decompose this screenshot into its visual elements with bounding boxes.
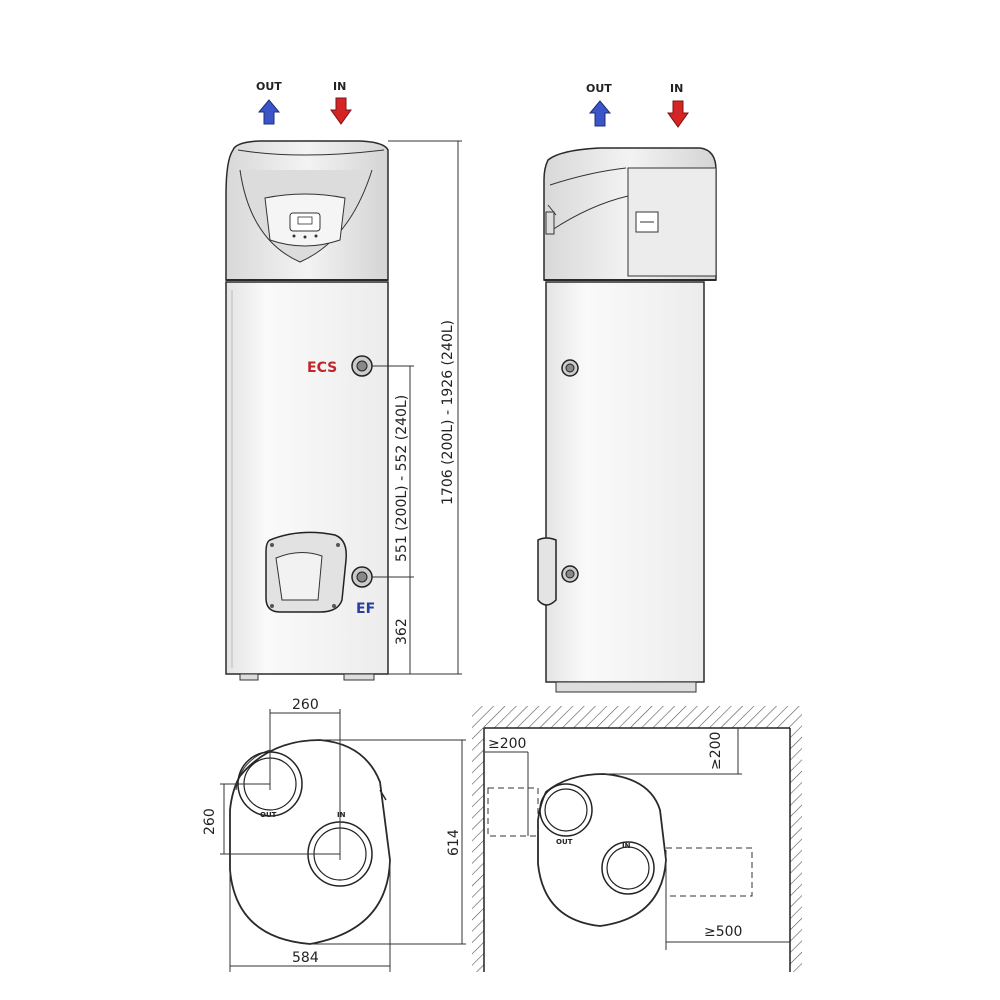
dim-depth: 614 [446,829,462,856]
plan-view-dimensions: OUT IN 260 260 614 584 [202,697,466,972]
clearance-top: ≥200 [708,732,724,770]
front-out-label: OUT [256,80,282,93]
dim-width: 584 [292,950,319,966]
side-view: OUT IN [537,82,717,693]
dim-duct-spacing-y: 260 [202,808,218,835]
front-head-unit [225,140,389,281]
plan-out-label: OUT [260,811,277,819]
side-out-label: OUT [586,82,612,95]
ecs-fitting-icon [351,355,373,377]
dim-duct-spacing-x: 260 [292,697,319,713]
clearance-right: ≥500 [704,924,742,940]
ecs-label: ECS [307,360,337,376]
side-in-arrow-icon [667,100,689,128]
front-in-label: IN [333,80,346,93]
clearance-in-duct-icon [601,841,655,895]
front-out-arrow-icon [257,99,281,125]
side-ecs-fitting-icon [561,359,579,377]
side-handle [537,537,557,606]
dim-total-height: 1706 (200L) - 1926 (240L) [440,320,456,505]
left-wall [472,728,484,972]
plan-in-label: IN [337,811,346,819]
control-panel [289,212,321,232]
right-wall [790,728,802,972]
clearance-out-duct-icon [539,783,593,837]
clearance-in-label: IN [622,842,631,850]
side-in-label: IN [670,82,683,95]
front-in-arrow-icon [330,97,352,125]
clearance-out-label: OUT [556,838,573,846]
dim-ef-height: 362 [394,618,410,645]
right-duct-zone [665,847,753,897]
clearance-left: ≥200 [488,736,526,752]
ef-fitting-icon [351,566,373,588]
left-duct-zone [487,787,539,837]
installation-clearance-view: OUT IN ≥200 ≥200 ≥500 [472,706,802,972]
front-view: OUT IN ECS [225,80,462,681]
inspection-hatch [265,531,348,613]
side-out-arrow-icon [588,100,612,127]
ef-label: EF [356,601,375,617]
dim-ecs-height: 551 (200L) - 552 (240L) [394,395,410,562]
side-tank-body [545,281,705,683]
ceiling-wall [472,706,802,728]
side-head-unit [543,147,717,281]
side-ef-fitting-icon [561,565,579,583]
